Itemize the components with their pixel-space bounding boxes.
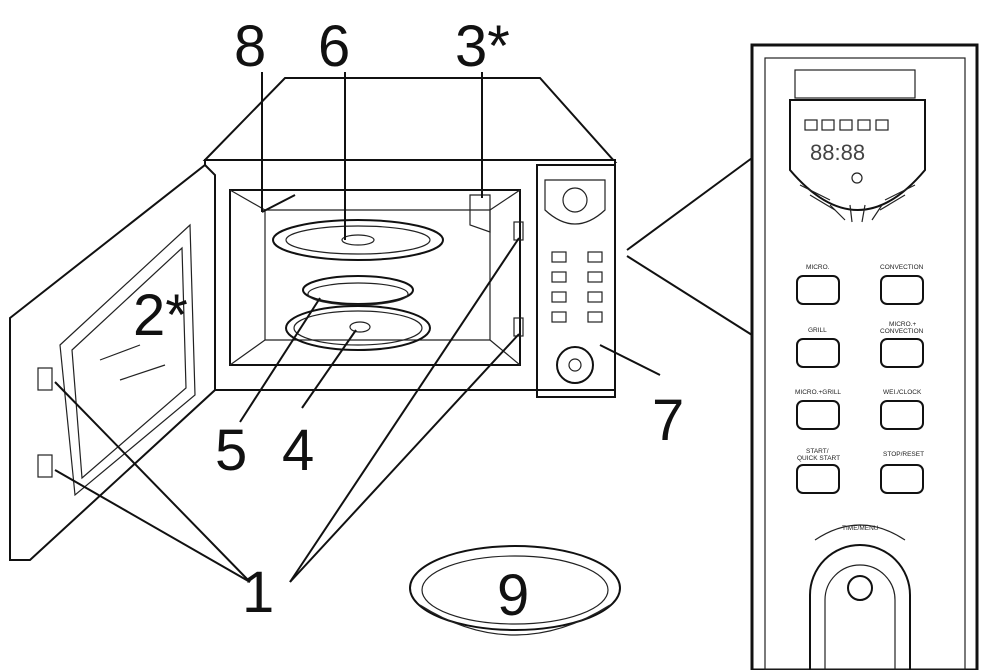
- btn-label-quick-start: QUICK START: [797, 455, 840, 462]
- button-start-quick-start[interactable]: [796, 464, 840, 494]
- button-micro-convection[interactable]: [880, 338, 924, 368]
- button-stop-reset[interactable]: [880, 464, 924, 494]
- button-grill[interactable]: [796, 338, 840, 368]
- callout-4: 4: [282, 418, 314, 483]
- btn-label-stop-reset: STOP/RESET: [883, 451, 924, 458]
- waveguide-cover: [469, 194, 491, 233]
- callout-2: 2*: [133, 283, 188, 348]
- callout-numbers: 8 6 3* 2* 5 4 7 1 9: [133, 14, 684, 628]
- panel-buttons: MICRO. CONVECTION GRILL MICRO.+ CONVECTI…: [795, 264, 924, 494]
- oven-body: [202, 77, 618, 391]
- svg-text:88:88: 88:88: [810, 140, 865, 165]
- knob-label: TIME/MENU: [842, 525, 879, 532]
- btn-label-micro: MICRO.: [806, 264, 830, 271]
- glass-tray: [409, 545, 621, 636]
- callout-6: 6: [318, 14, 350, 79]
- time-menu-knob[interactable]: TIME/MENU: [809, 524, 911, 670]
- btn-label-micro-grill: MICRO.+GRILL: [795, 389, 841, 396]
- callout-7: 7: [652, 388, 684, 453]
- btn-label-start: START/: [806, 448, 829, 455]
- oven-door: [9, 163, 216, 561]
- btn-label-wei-clock: WEI./CLOCK: [883, 389, 922, 396]
- button-wei-clock[interactable]: [880, 400, 924, 430]
- button-micro[interactable]: [796, 275, 840, 305]
- leader-lines: [54, 72, 753, 583]
- button-micro-grill[interactable]: [796, 400, 840, 430]
- metal-tray: [272, 219, 444, 261]
- display-window: 88:88: [789, 69, 926, 223]
- turntable: [285, 305, 431, 351]
- callout-5: 5: [215, 418, 247, 483]
- display-segments: [799, 184, 916, 223]
- oven-control-panel: [536, 164, 616, 398]
- btn-label-convection: CONVECTION: [880, 264, 924, 271]
- btn-label-grill: GRILL: [808, 327, 827, 334]
- callout-9: 9: [497, 563, 529, 628]
- callout-1: 1: [242, 560, 274, 625]
- callout-3: 3*: [455, 14, 510, 79]
- btn-label-micro-plus: MICRO.+: [889, 321, 916, 328]
- callout-8: 8: [234, 14, 266, 79]
- enlarged-control-panel: 88:88 MICRO. CONVECTION GRILL MICRO.+: [750, 43, 979, 670]
- button-convection[interactable]: [880, 275, 924, 305]
- btn-label-convection-2: CONVECTION: [880, 328, 924, 335]
